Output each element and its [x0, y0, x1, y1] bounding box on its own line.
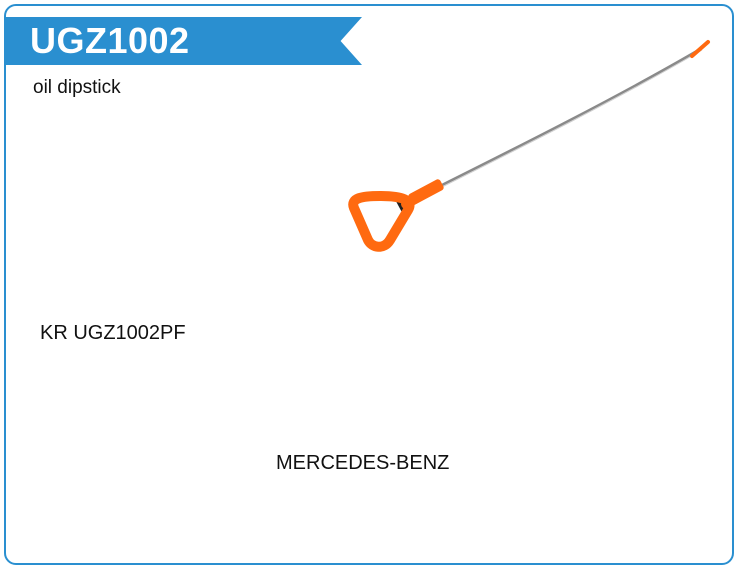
oil-dipstick-image: [348, 40, 710, 252]
dipstick-wire: [439, 46, 703, 188]
part-number-title: UGZ1002: [30, 20, 190, 61]
dipstick-tip: [690, 40, 710, 58]
title-banner: [5, 17, 362, 65]
vehicle-brand: MERCEDES-BENZ: [276, 452, 450, 474]
part-description: oil dipstick: [33, 77, 121, 98]
reference-number: KR UGZ1002PF: [40, 322, 186, 344]
